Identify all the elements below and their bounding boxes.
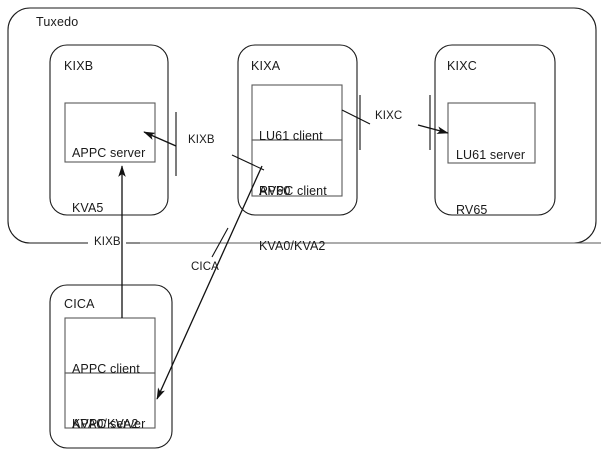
- component-kixa-lu61-client: LU61 client RV60: [259, 91, 323, 236]
- component-line-2: KVA0/KVA2: [259, 238, 326, 253]
- component-line-2: KVA0/KVA2: [72, 416, 139, 431]
- component-kixa-appc-client: APPC client KVA0/KVA2: [259, 146, 327, 291]
- component-line-1: LU61 server: [456, 148, 526, 163]
- connector-kixc-source: [341, 109, 371, 125]
- container-title-cica: CICA: [64, 297, 95, 311]
- component-cica-appc-client: APPC client KVA0/KVA2: [72, 324, 140, 454]
- component-line-1: APPC server: [72, 146, 146, 161]
- edge-label-cica: CICA: [191, 261, 219, 273]
- edge-label-kixc: KIXC: [375, 110, 403, 122]
- container-title-kixa: KIXA: [251, 59, 281, 73]
- container-title-kixb: KIXB: [64, 59, 94, 73]
- edge-label-kixb-inner: KIXB: [188, 134, 215, 146]
- container-title-kixc: KIXC: [447, 59, 477, 73]
- connector-kixb-pointer: [143, 131, 177, 147]
- component-line-1: LU61 client: [259, 129, 323, 144]
- component-kixc-lu61-server: LU61 server RV65: [456, 110, 525, 255]
- component-line-2: RV65: [456, 202, 488, 217]
- container-title-tuxedo: Tuxedo: [36, 15, 79, 29]
- edge-label-kixb-boundary: KIXB: [94, 236, 121, 248]
- connector-kixc-arrow: [417, 124, 449, 134]
- connector-cica-tick: [211, 227, 229, 258]
- component-line-1: APPC client: [259, 184, 327, 199]
- component-line-2: KVA5: [72, 200, 104, 215]
- component-line-1: APPC client: [72, 362, 140, 377]
- connector-cica-diagonal: [156, 165, 263, 400]
- component-cica-appc-server: APPC server KVA5: [72, 379, 145, 454]
- component-kixb-appc-server: APPC server KVA5: [72, 108, 145, 253]
- component-line-1: APPC server: [72, 417, 146, 432]
- component-line-2: RV60: [259, 183, 291, 198]
